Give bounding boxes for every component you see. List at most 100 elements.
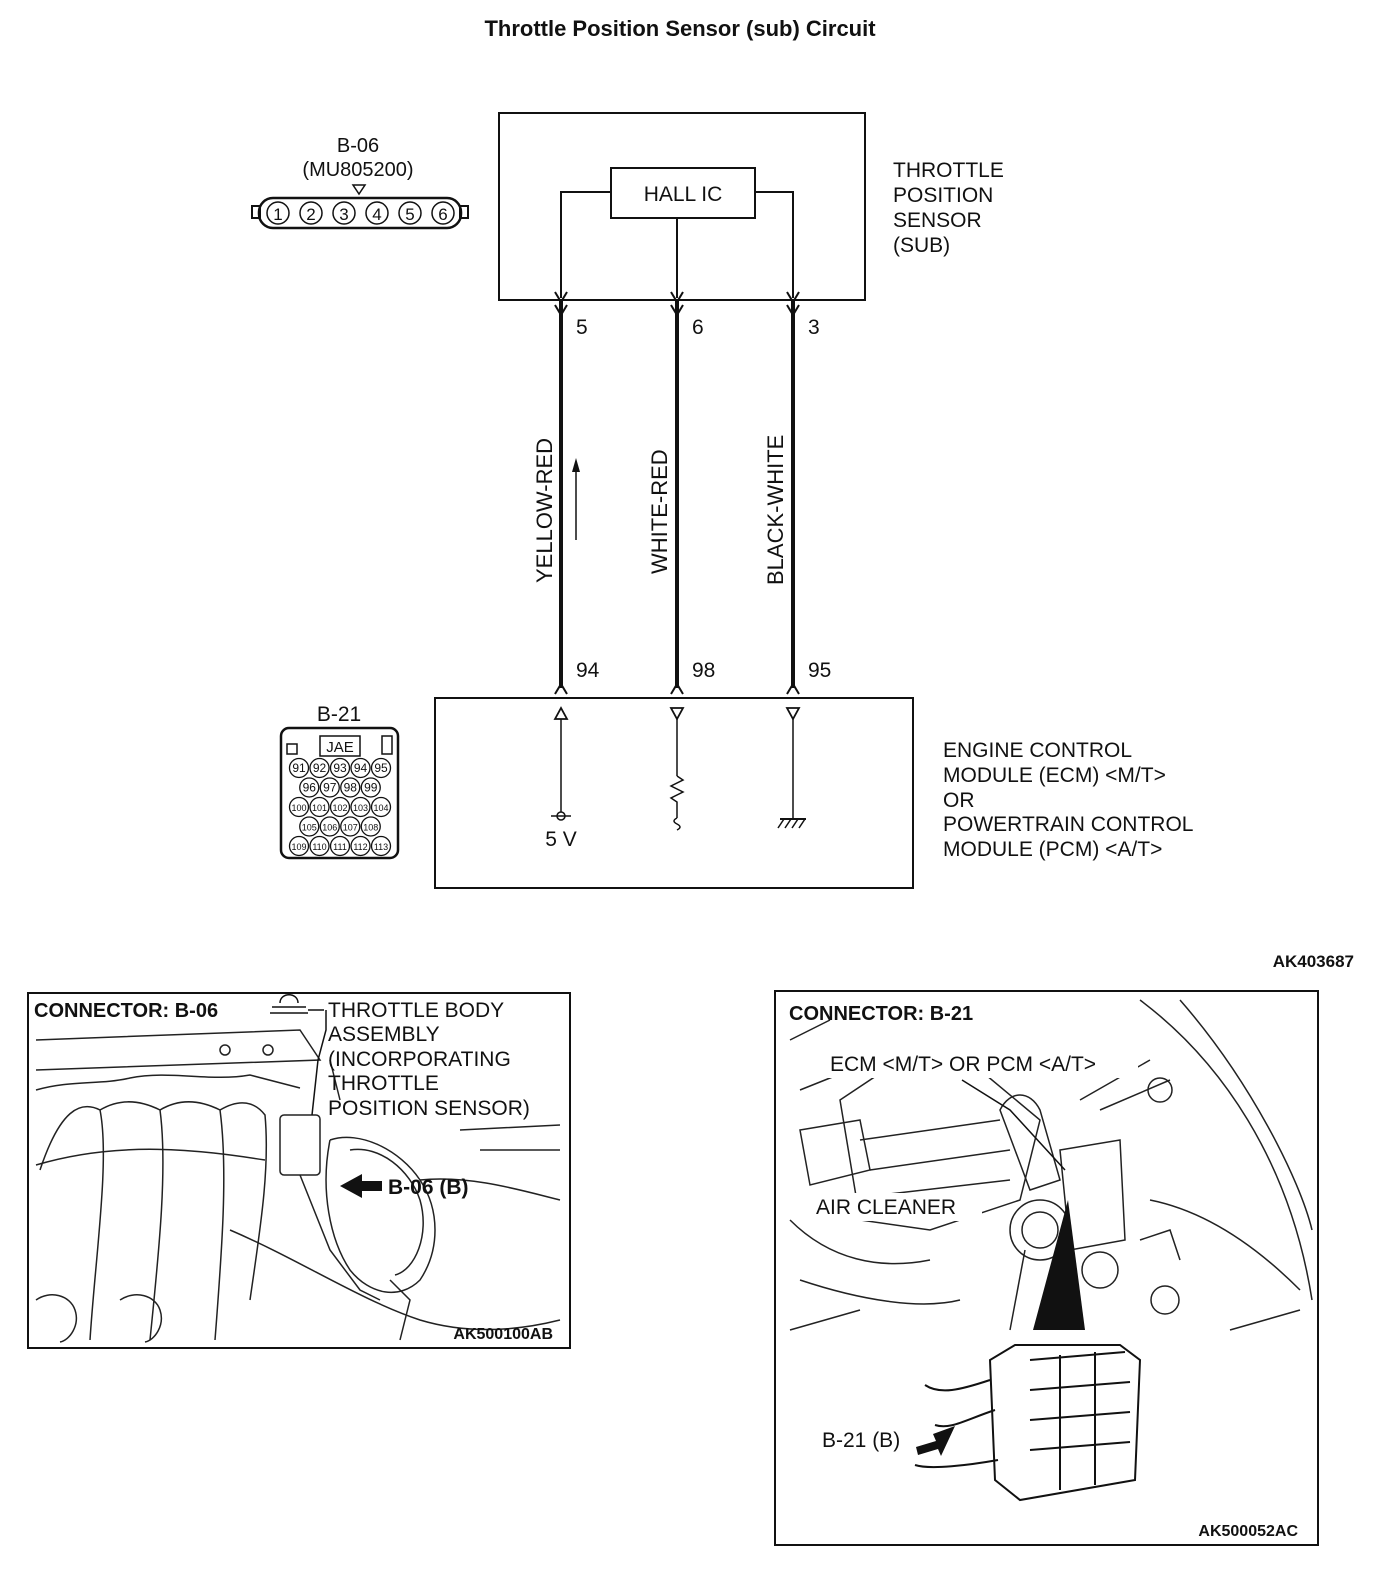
resistor-icon <box>669 775 685 818</box>
input-triangle-icon <box>553 706 569 720</box>
resistor-lead-icon <box>673 817 681 831</box>
ecm-pin-number: 95 <box>808 659 831 682</box>
b21-pin: 91 <box>292 761 306 775</box>
engine-bay-illustration <box>789 999 1313 1331</box>
photo-panel-b06: CONNECTOR: B-06 THROTTLE BODY ASSEMBLY (… <box>27 992 571 1349</box>
page-title: Throttle Position Sensor (sub) Circuit <box>484 16 876 41</box>
photo-heading: CONNECTOR: B-21 <box>789 1003 973 1025</box>
b21-pin-circle <box>329 835 351 857</box>
ecm-pin-number: 98 <box>692 659 715 682</box>
ecm-unit-illustration <box>914 1344 1142 1502</box>
terminal-arrow-icon <box>670 291 684 304</box>
b21-pin: 97 <box>323 781 337 795</box>
b21-pin-circle <box>309 757 330 779</box>
b21-pin: 113 <box>374 842 388 852</box>
b21-pin-circle <box>299 816 320 837</box>
ecm-block: 5 V ENGINE CONTROL MODULE (ECM) <M/T> OR… <box>434 697 1193 889</box>
b06-pin: 4 <box>372 205 381 224</box>
callout-leader <box>961 1079 1066 1171</box>
b21-pin-circle <box>309 835 330 857</box>
callout-line: (INCORPORATING <box>328 1048 511 1071</box>
connector-b06-name: B-06 <box>337 135 379 157</box>
connector-b06-key-icon <box>351 184 367 196</box>
terminal-arrow-icon <box>786 304 800 317</box>
b06-pin: 3 <box>339 205 348 224</box>
sensor-pin-number: 3 <box>808 316 820 339</box>
connector-b06-pins: 1 2 3 4 5 6 <box>266 201 455 225</box>
b21-pin: 111 <box>333 842 347 852</box>
b21-pin-circle <box>360 777 381 798</box>
harness: 5 94 YELLOW-RED 6 98 WHITE-RED 3 95 BLAC… <box>532 291 831 695</box>
terminal-arrow-icon <box>670 304 684 317</box>
ecm-name-line: OR <box>943 789 975 812</box>
sensor-name-line: THROTTLE <box>893 159 1004 182</box>
b21-pin-circle <box>370 796 392 818</box>
b21-pin: 112 <box>353 842 367 852</box>
b21-pin-circle <box>319 777 340 798</box>
photo-heading: CONNECTOR: B-06 <box>34 1000 218 1022</box>
photo-panel-b21: CONNECTOR: B-21 ECM <M/T> OR PCM <A/T> A… <box>774 990 1319 1546</box>
ecm-pin-number: 94 <box>576 659 600 682</box>
b21-pin: 109 <box>291 842 306 852</box>
b21-pin-circle <box>370 835 392 857</box>
b21-pin: 92 <box>313 761 327 775</box>
b21-pin-circle <box>350 796 371 818</box>
wire-color-label: YELLOW-RED <box>532 438 557 583</box>
ecm-box <box>434 697 914 889</box>
b06-pin: 2 <box>306 205 315 224</box>
b06-pin: 6 <box>438 205 447 224</box>
ground-icon <box>777 818 806 829</box>
b21-pin: 99 <box>364 781 378 795</box>
sensor-internal-wire <box>560 191 611 298</box>
connector-b06: B-06 (MU805200) 1 2 3 4 5 6 <box>251 135 469 230</box>
b21-pin: 98 <box>344 781 358 795</box>
b21-pin: 105 <box>302 823 317 833</box>
connector-b21-tag-box <box>319 735 361 757</box>
b21-pin-circle <box>329 757 351 779</box>
pointer-arrow-icon <box>340 1174 382 1198</box>
b21-pin-circle <box>340 777 361 798</box>
b21-pin: 106 <box>322 823 337 833</box>
terminal-arrow-icon <box>670 682 684 695</box>
sensor-pin-number: 6 <box>692 316 704 339</box>
b21-pin-circle <box>370 757 392 779</box>
connector-b21-name: B-21 <box>317 703 361 726</box>
photo-code: AK500052AC <box>1198 1523 1298 1540</box>
wire-color-label: BLACK-WHITE <box>763 435 788 585</box>
b21-pin-circle <box>299 777 320 798</box>
b21-pin-circle <box>350 835 371 857</box>
connector-b06-body <box>257 196 463 230</box>
b06-pin: 5 <box>405 205 414 224</box>
b21-pin-circle <box>288 796 310 818</box>
output-triangle-icon <box>669 707 685 721</box>
wire-color-label: WHITE-RED <box>647 449 672 574</box>
b21-pin-circle <box>319 816 340 837</box>
callout-line: THROTTLE <box>328 1072 439 1095</box>
b21-pin: 101 <box>312 803 327 813</box>
b21-pin-circle <box>360 816 381 837</box>
sensor-pin-number: 5 <box>576 316 588 339</box>
callout-line: POSITION SENSOR) <box>328 1097 530 1120</box>
b21-pin-circle <box>288 757 310 779</box>
terminal-arrow-icon <box>554 291 568 304</box>
output-triangle-icon <box>785 707 801 721</box>
supply-label: 5 V <box>545 828 577 851</box>
photo-code: AK500100AB <box>453 1326 553 1343</box>
sensor-internal-wire <box>755 191 794 298</box>
callout-background <box>812 1193 982 1221</box>
terminal-arrow-icon <box>786 682 800 695</box>
ecm-name-line: ENGINE CONTROL <box>943 739 1132 762</box>
b21-pin-circle <box>309 796 330 818</box>
engine-illustration <box>35 1029 561 1343</box>
b21-pin: 107 <box>343 823 358 833</box>
sensor-name-line: SENSOR <box>893 209 982 232</box>
pointer-label: B-06 (B) <box>388 1176 469 1199</box>
sensor-name-line: (SUB) <box>893 234 950 257</box>
connector-b21-body <box>279 726 400 860</box>
connector-b06-part-number: (MU805200) <box>302 159 413 181</box>
callout-background <box>826 1050 1138 1078</box>
ecm-name-line: MODULE (PCM) <A/T> <box>943 838 1162 861</box>
callout-line: ASSEMBLY <box>328 1023 440 1046</box>
b21-pin: 108 <box>363 823 378 833</box>
